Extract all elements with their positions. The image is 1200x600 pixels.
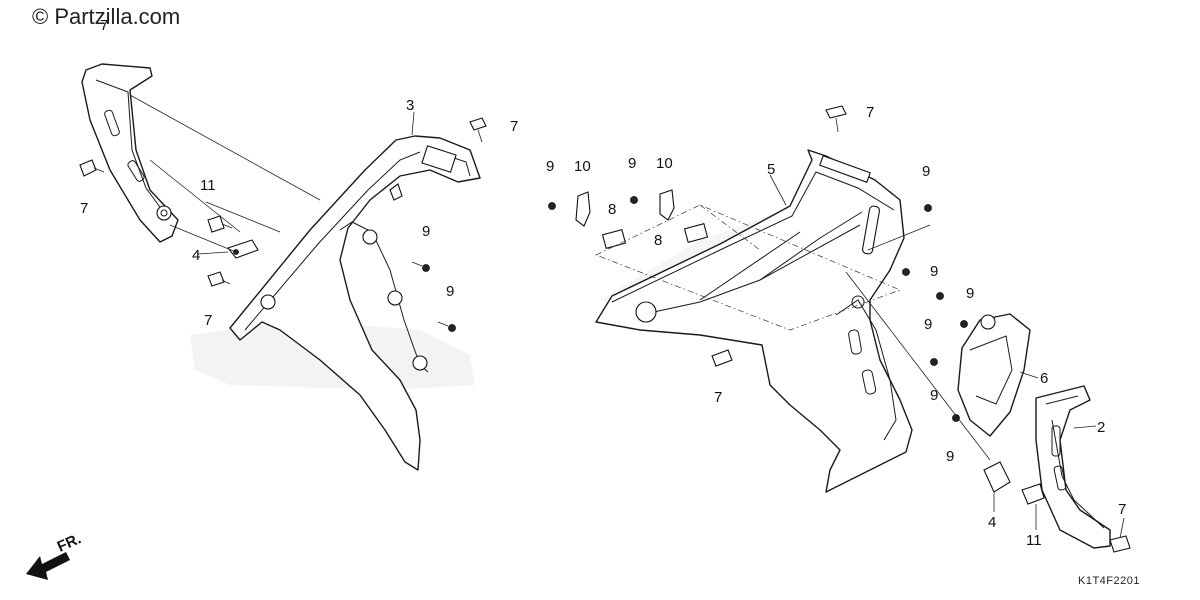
- callout-2: 2: [1097, 419, 1105, 436]
- callout-9-a: 9: [422, 223, 430, 240]
- callout-9-e: 9: [922, 163, 930, 180]
- callout-11-a: 11: [200, 177, 216, 194]
- clip-10-b: [659, 189, 675, 221]
- callout-9-d: 9: [628, 155, 636, 172]
- callout-5: 5: [767, 161, 775, 178]
- clip-10-a: [575, 191, 591, 227]
- callout-7-b: 7: [204, 312, 212, 329]
- trim-strip-lower-right: [1035, 385, 1111, 549]
- callout-7-a: 7: [80, 200, 88, 217]
- callout-7-g: 7: [100, 17, 108, 34]
- callout-6: 6: [1040, 370, 1048, 387]
- screw-9-center-a: [548, 202, 556, 210]
- screw-7-right-top: [825, 105, 847, 133]
- callout-9-f: 9: [930, 263, 938, 280]
- screw-7-left-b: [207, 271, 231, 287]
- screw-7-left-top: [469, 117, 487, 143]
- callout-10-a: 10: [574, 158, 591, 175]
- bolt-11-left: [207, 215, 233, 233]
- screw-7-right-mid: [711, 349, 733, 367]
- callout-3: 3: [406, 97, 414, 114]
- callout-7-d: 7: [866, 104, 874, 121]
- leader-lines-right: [595, 174, 1125, 539]
- callout-9-b: 9: [446, 283, 454, 300]
- front-direction-indicator: FR.: [26, 530, 84, 580]
- callout-7-e: 7: [714, 389, 722, 406]
- callout-9-i: 9: [930, 387, 938, 404]
- callout-4-a: 4: [192, 247, 200, 264]
- screw-9-right-a: [924, 204, 932, 212]
- side-cover-left: [229, 135, 481, 471]
- screw-9-bracket-b: [960, 320, 968, 328]
- bolt-11-right: [1021, 483, 1045, 505]
- nut-4-left: [227, 239, 259, 259]
- front-arrow-icon: [26, 552, 70, 580]
- clip-8-a: [601, 228, 627, 250]
- screw-9-right-b: [902, 268, 910, 276]
- screw-9-center-b: [630, 196, 638, 204]
- direction-label: FR.: [55, 530, 84, 555]
- callout-9-g: 9: [966, 285, 974, 302]
- clip-8-b: [683, 222, 709, 244]
- callout-7-f: 7: [1118, 501, 1126, 518]
- callout-8-a: 8: [608, 201, 616, 218]
- leader-lines-left: [129, 94, 415, 255]
- screw-7-right-bottom: [1109, 535, 1131, 553]
- grommet-4-right: [983, 461, 1011, 493]
- side-cover-right: [595, 149, 913, 493]
- callout-10-b: 10: [656, 155, 673, 172]
- screw-9-left-a: [411, 261, 430, 272]
- diagram-code: K1T4F2201: [1078, 575, 1140, 587]
- screw-9-left-b: [437, 321, 456, 332]
- callout-9-h: 9: [924, 316, 932, 333]
- callout-labels: 3 5 6 2 7 7 7 7 7 7 7 11 11 4 4 9 9 9 9 …: [80, 17, 1126, 549]
- screw-7-left-a: [79, 159, 105, 177]
- callout-7-c: 7: [510, 118, 518, 135]
- screw-9-bracket-d: [952, 414, 960, 422]
- screw-9-bracket-c: [930, 358, 938, 366]
- callout-9-j: 9: [946, 448, 954, 465]
- callout-8-b: 8: [654, 232, 662, 249]
- callout-9-c: 9: [546, 158, 554, 175]
- trim-strip-upper-left: [81, 63, 179, 243]
- screw-9-bracket-a: [936, 292, 944, 300]
- callout-4-b: 4: [988, 514, 996, 531]
- watermark-text: © Partzilla.com: [32, 4, 180, 29]
- bracket-6: [957, 313, 1031, 437]
- callout-11-b: 11: [1026, 532, 1042, 549]
